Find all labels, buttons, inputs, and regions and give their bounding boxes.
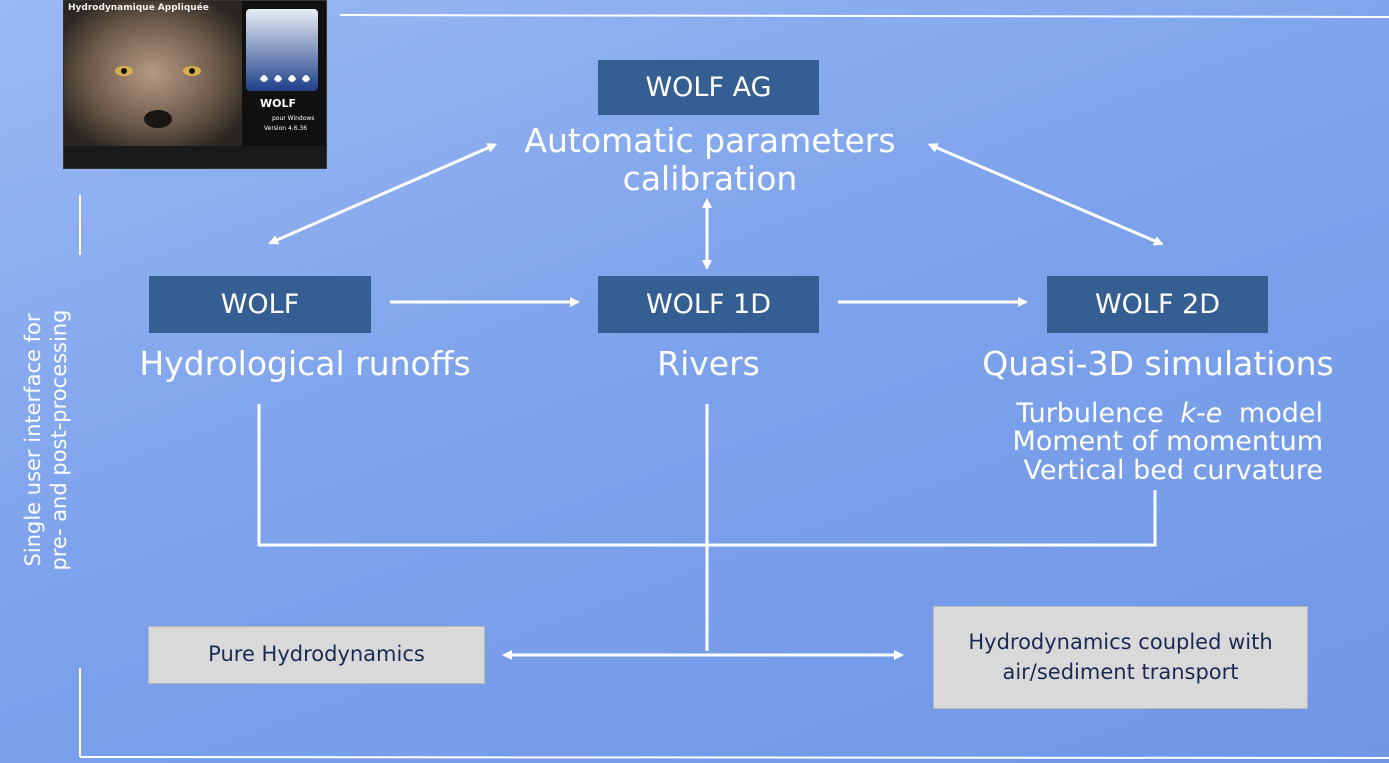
- logo-version: Version 4.6.36: [264, 125, 308, 132]
- coupled-line1: Hydrodynamics coupled with: [968, 630, 1273, 655]
- logo-banner: Hydrodynamique Appliquée: [68, 3, 209, 13]
- feature-turbulence: Turbulence k-e model: [978, 398, 1323, 429]
- pure-hydrodynamics-box: Pure Hydrodynamics: [148, 626, 485, 684]
- feature-moment: Moment of momentum: [1012, 426, 1323, 458]
- wolf-1d-caption: Rivers: [657, 344, 760, 383]
- side-label-line2: pre- and post-processing: [47, 309, 72, 571]
- bottom-frame-line: [79, 756, 1389, 759]
- wolf-2d-features: Turbulence k-e model Moment of momentum …: [978, 398, 1323, 486]
- coupled-line2: air/sediment transport: [1002, 659, 1239, 684]
- coupled-hydrodynamics-box: Hydrodynamics coupled with air/sediment …: [933, 606, 1308, 709]
- wolf-box: WOLF: [149, 276, 371, 333]
- wolf-ag-caption-line2: calibration: [622, 158, 798, 198]
- wolf-ag-caption-line1: Automatic parameters: [524, 121, 896, 160]
- feature-curvature: Vertical bed curvature: [1023, 454, 1323, 486]
- logo-platform: pour Windows: [272, 115, 315, 122]
- wolf-ag-caption: Automatic parameters calibration: [500, 122, 920, 198]
- feature-turbulence-suffix: model: [1238, 398, 1323, 429]
- wolf-2d-box: WOLF 2D: [1047, 276, 1268, 333]
- wolf-2d-caption: Quasi-3D simulations: [982, 344, 1334, 383]
- arrow-ag-to-wolf: [268, 143, 498, 245]
- top-frame-line: [339, 14, 1389, 18]
- logo-app-name: WOLF: [260, 97, 297, 110]
- wolf-logo: Hydrodynamique Appliquée WOLF pour Windo…: [63, 0, 327, 169]
- side-label: Single user interface for pre- and post-…: [20, 260, 100, 620]
- wolf-1d-box: WOLF 1D: [598, 276, 819, 333]
- side-label-line1: Single user interface for: [21, 313, 45, 567]
- wolf-caption: Hydrological runoffs: [139, 344, 471, 383]
- arrow-ag-to-2d: [927, 143, 1164, 246]
- wolf-ag-box: WOLF AG: [598, 60, 819, 115]
- feature-turbulence-symbol: k-e: [1180, 398, 1223, 429]
- feature-turbulence-prefix: Turbulence: [1016, 398, 1164, 429]
- logo-graphic: [64, 1, 326, 168]
